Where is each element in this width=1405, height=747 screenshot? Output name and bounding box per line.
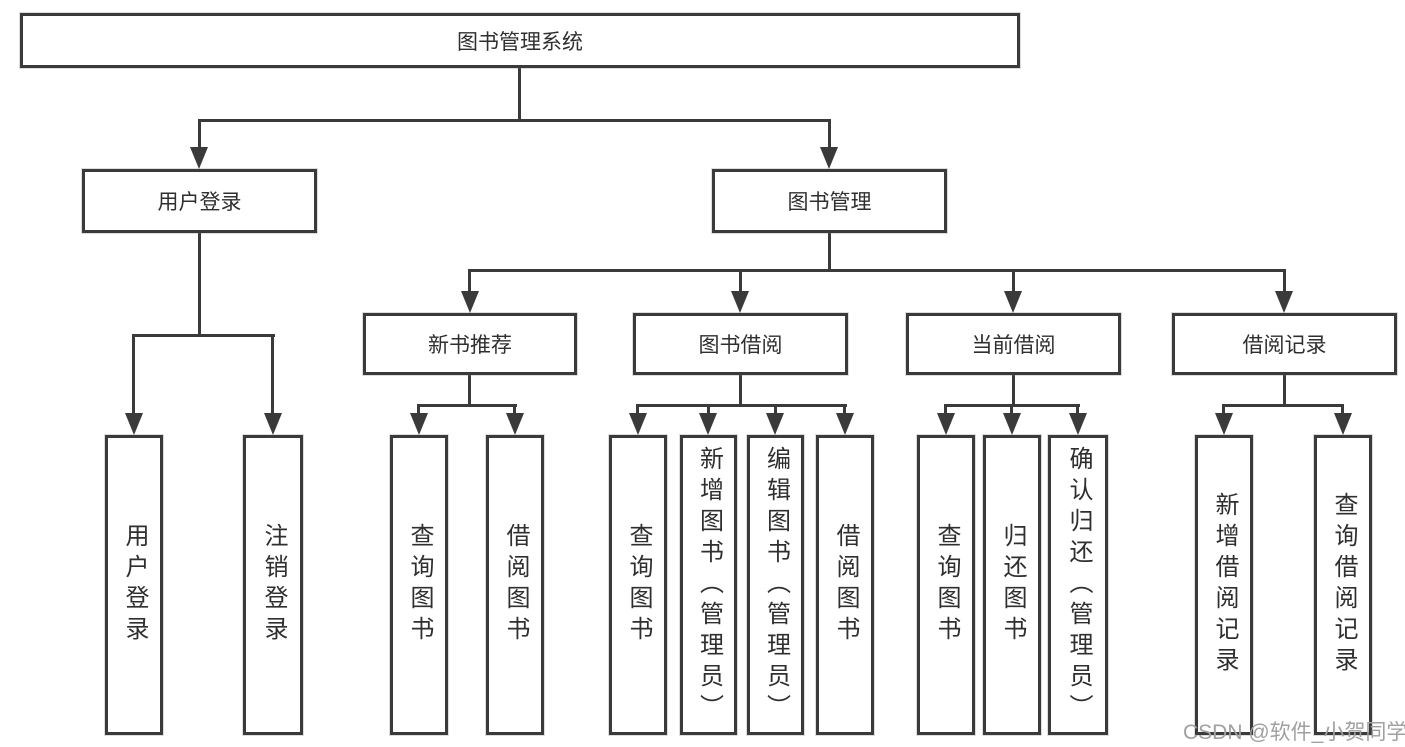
connector-drop-leaf-login <box>132 334 135 415</box>
connector-book-mgmt-splitter <box>468 269 1286 272</box>
connector-drop-leaf-logout <box>271 334 274 415</box>
connector-book-borrow-stem <box>739 375 742 406</box>
arrowhead-cb-query <box>937 413 955 435</box>
leaf-bb-edit-books-admin: 编辑图书（管理员） <box>747 435 804 735</box>
leaf-cb-return-books: 归还图书 <box>983 435 1041 735</box>
leaf-user-login: 用户登录 <box>105 435 163 735</box>
arrowhead-cb-return <box>1003 413 1021 435</box>
arrowhead-nb-query <box>410 413 428 435</box>
arrowhead-br-add <box>1215 413 1233 435</box>
arrowhead-current-borrow <box>1004 291 1022 313</box>
connector-drop-new-books <box>468 269 471 293</box>
node-book-mgmt: 图书管理 <box>712 169 947 233</box>
connector-drop-user-login <box>198 119 201 149</box>
connector-borrow-records-stem <box>1283 375 1286 406</box>
arrowhead-br-query <box>1334 413 1352 435</box>
connector-new-books-stem <box>468 375 471 406</box>
leaf-br-add-record: 新增借阅记录 <box>1195 435 1253 735</box>
node-borrow-records: 借阅记录 <box>1172 313 1397 375</box>
connector-drop-nb-borrow <box>513 404 516 415</box>
connector-book-borrow-splitter <box>636 404 847 407</box>
arrowhead-bb-query <box>629 413 647 435</box>
connector-book-mgmt-stem <box>828 233 831 272</box>
connector-drop-cb-return <box>1010 404 1013 415</box>
leaf-cb-confirm-return-admin: 确认归还（管理员） <box>1048 435 1108 735</box>
arrowhead-leaf-logout <box>264 413 282 435</box>
connector-drop-br-add <box>1222 404 1225 415</box>
connector-drop-book-borrow <box>739 269 742 293</box>
arrowhead-bb-add <box>699 413 717 435</box>
arrowhead-book-borrow <box>731 291 749 313</box>
leaf-bb-borrow-books: 借阅图书 <box>816 435 874 735</box>
arrowhead-bb-edit <box>766 413 784 435</box>
connector-root-stem <box>518 68 521 122</box>
connector-drop-cb-confirm <box>1076 404 1079 415</box>
arrowhead-bb-borrow <box>836 413 854 435</box>
leaf-bb-add-books-admin: 新增图书（管理员） <box>680 435 737 735</box>
node-new-books: 新书推荐 <box>363 313 577 375</box>
leaf-bb-query-books: 查询图书 <box>609 435 667 735</box>
arrowhead-book-mgmt <box>820 147 838 169</box>
node-book-borrow: 图书借阅 <box>633 313 848 375</box>
connector-borrow-records-splitter <box>1222 404 1344 407</box>
arrowhead-borrow-records <box>1275 291 1293 313</box>
connector-drop-current-borrow <box>1012 269 1015 293</box>
connector-root-splitter <box>198 119 831 122</box>
arrowhead-nb-borrow <box>506 413 524 435</box>
connector-new-books-splitter <box>417 404 517 407</box>
arrowhead-leaf-login <box>125 413 143 435</box>
leaf-br-query-record: 查询借阅记录 <box>1314 435 1372 735</box>
connector-drop-borrow-records <box>1283 269 1286 293</box>
connector-drop-nb-query <box>417 404 420 415</box>
node-user-login: 用户登录 <box>82 169 317 233</box>
connector-user-login-splitter <box>132 334 275 337</box>
arrowhead-user-login <box>190 147 208 169</box>
connector-drop-bb-edit <box>774 404 777 415</box>
node-current-borrow: 当前借阅 <box>906 313 1121 375</box>
csdn-watermark: CSDN @软件_小贺同学 <box>1183 721 1405 744</box>
node-root-library-system: 图书管理系统 <box>20 13 1020 68</box>
arrowhead-cb-confirm <box>1069 413 1087 435</box>
connector-drop-bb-borrow <box>843 404 846 415</box>
leaf-nb-borrow-books: 借阅图书 <box>486 435 544 735</box>
leaf-nb-query-books: 查询图书 <box>390 435 448 735</box>
connector-drop-br-query <box>1341 404 1344 415</box>
connector-current-borrow-stem <box>1012 375 1015 406</box>
arrowhead-new-books <box>461 291 479 313</box>
connector-drop-bb-add <box>707 404 710 415</box>
connector-drop-book-mgmt <box>828 119 831 149</box>
connector-user-login-stem <box>198 233 201 337</box>
leaf-logout: 注销登录 <box>243 435 303 735</box>
connector-drop-cb-query <box>944 404 947 415</box>
connector-drop-bb-query <box>636 404 639 415</box>
leaf-cb-query-books: 查询图书 <box>917 435 975 735</box>
